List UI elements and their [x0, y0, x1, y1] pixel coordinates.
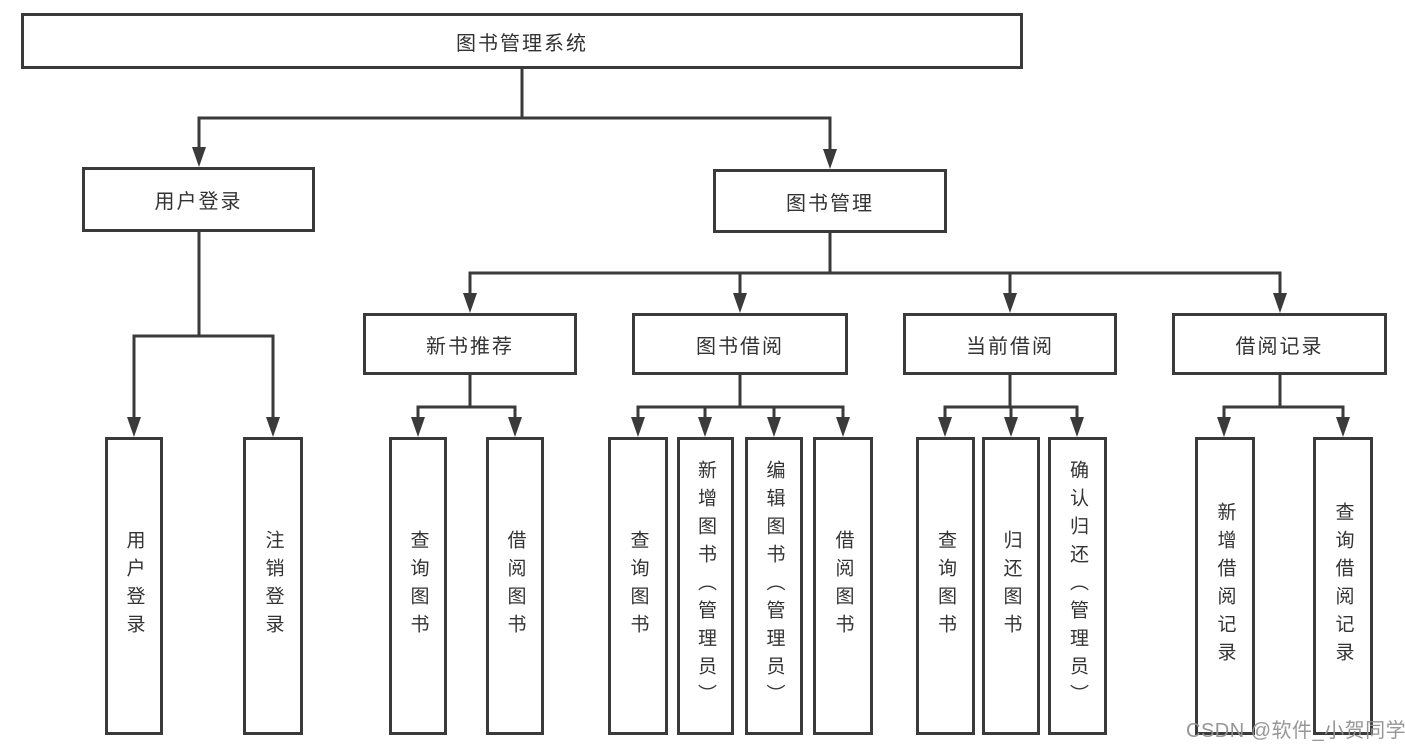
- node-new-book-recommendation: 新书推荐: [363, 313, 577, 375]
- connector-new-book-rec-to-leaves: [411, 375, 522, 437]
- leaf-borrow-books: 借阅图书: [813, 437, 873, 735]
- node-borrowing-records: 借阅记录: [1172, 313, 1387, 375]
- leaf-query-books-recommend: 查询图书: [389, 437, 447, 735]
- leaf-query-borrow-record: 查询借阅记录: [1313, 437, 1373, 735]
- node-user-login: 用户登录: [82, 167, 315, 232]
- connector-borrow-records-to-leaves: [1217, 375, 1350, 437]
- leaf-logout: 注销登录: [243, 437, 303, 735]
- leaf-add-books-admin: 新增图书（管理员）: [677, 437, 734, 735]
- leaf-edit-books-admin: 编辑图书（管理员）: [745, 437, 803, 735]
- leaf-user-login: 用户登录: [105, 437, 163, 735]
- node-library-management-system: 图书管理系统: [21, 13, 1023, 69]
- connector-current-borrow-to-leaves: [938, 375, 1084, 437]
- leaf-add-borrow-record: 新增借阅记录: [1195, 437, 1255, 735]
- leaf-return-books: 归还图书: [982, 437, 1040, 735]
- node-book-borrowing: 图书借阅: [632, 313, 848, 375]
- leaf-query-books-borrow: 查询图书: [608, 437, 668, 735]
- connector-book-borrow-to-leaves: [631, 375, 850, 437]
- leaf-confirm-return-admin: 确认归还（管理员）: [1048, 437, 1107, 735]
- leaf-borrow-books-recommend: 借阅图书: [486, 437, 544, 735]
- node-book-management: 图书管理: [713, 169, 947, 233]
- node-current-borrowing: 当前借阅: [903, 313, 1117, 375]
- connector-book-mgmt-to-level3: [463, 233, 1287, 313]
- leaf-query-books-current: 查询图书: [916, 437, 975, 735]
- connector-user-login-to-leaves: [127, 232, 280, 437]
- connector-root-to-level2: [192, 69, 837, 169]
- csdn-watermark: CSDN @软件_小贺同学: [1186, 720, 1405, 742]
